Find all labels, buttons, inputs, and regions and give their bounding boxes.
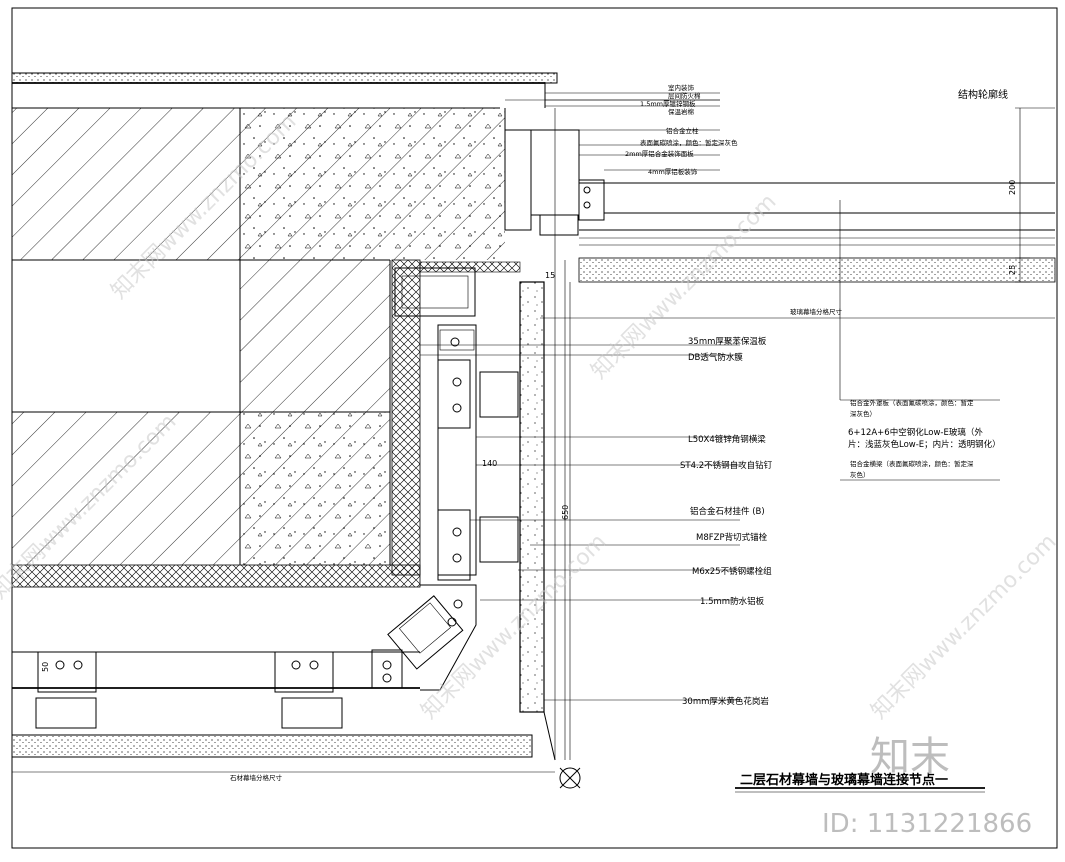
dim-650: 650 bbox=[561, 505, 570, 520]
label-top-7: 2mm厚铝合金装饰面板 bbox=[625, 149, 694, 158]
glass-panel bbox=[578, 182, 1056, 283]
label-granite: 30mm厚米黄色花岗岩 bbox=[682, 696, 769, 707]
granite-panel bbox=[519, 281, 556, 761]
dim-200: 200 bbox=[1008, 180, 1017, 195]
label-insulation: 35mm厚聚苯保温板 bbox=[688, 336, 767, 347]
top-slab bbox=[11, 72, 558, 109]
dim-25: 25 bbox=[1008, 265, 1017, 275]
label-screw: ST4.2不锈钢自攻自钻钉 bbox=[680, 460, 773, 471]
lower-stone-system bbox=[35, 649, 403, 729]
legend-3b: 灰色） bbox=[850, 470, 870, 479]
legend-2b: 片：浅蓝灰色Low-E；内片：透明钢化） bbox=[848, 439, 1001, 450]
legend-1a: 铝合金外罩板（表面氟碳喷涂，颜色：暂定 bbox=[850, 398, 974, 407]
label-top-2: 层间防火棉 bbox=[668, 91, 701, 100]
label-bolt-set: M6x25不锈钢螺栓组 bbox=[692, 566, 772, 577]
legend-1b: 深灰色） bbox=[850, 409, 876, 418]
drawing-title: 二层石材幕墙与玻璃幕墙连接节点一 bbox=[740, 772, 948, 788]
leader-lines bbox=[420, 92, 1000, 701]
dim-140: 140 bbox=[482, 459, 497, 468]
lower-slab bbox=[11, 651, 533, 758]
svg-text:知末网www.znzmo.com: 知末网www.znzmo.com bbox=[417, 529, 612, 724]
concrete-slab bbox=[12, 108, 506, 565]
label-structure-outline: 结构轮廓线 bbox=[958, 88, 1008, 101]
label-top-1: 室内装饰 bbox=[668, 83, 695, 92]
brand-watermark: 知末 bbox=[870, 734, 950, 780]
section-marker bbox=[559, 767, 581, 789]
id-text: ID: 1131221866 bbox=[822, 809, 1032, 839]
right-dimension bbox=[540, 107, 1055, 760]
label-angle-steel: L50X4镀锌角钢横梁 bbox=[688, 434, 766, 445]
label-mid-dim: 玻璃幕墙分格尺寸 bbox=[790, 307, 843, 316]
label-anchor: M8FZP背切式锚栓 bbox=[696, 532, 768, 543]
label-top-3: 1.5mm厚镀锌钢板 bbox=[640, 99, 696, 108]
legend-2a: 6+12A+6中空钢化Low-E玻璃（外 bbox=[848, 427, 983, 438]
label-top-4: 保温岩棉 bbox=[668, 107, 695, 116]
legend-3a: 铝合金横梁（表面氟碳喷涂，颜色：暂定深 bbox=[850, 459, 974, 468]
label-membrane: DB透气防水膜 bbox=[688, 352, 743, 363]
bolt-symbols bbox=[55, 186, 591, 683]
insulation-board bbox=[11, 259, 521, 588]
title-underline bbox=[735, 787, 985, 793]
svg-text:知末网www.znzmo.com: 知末网www.znzmo.com bbox=[867, 529, 1062, 724]
label-top-8: 4mm厚铝板装饰 bbox=[648, 167, 698, 176]
label-stone-hanger: 铝合金石材挂件 (B) bbox=[690, 506, 765, 517]
steel-frame bbox=[437, 324, 519, 581]
dim-50: 50 bbox=[41, 662, 50, 672]
label-bottom-dim: 石材幕墙分格尺寸 bbox=[230, 773, 283, 782]
label-top-5: 铝合金立柱 bbox=[666, 126, 699, 135]
label-top-6: 表面氟碳喷涂，颜色：暂定深灰色 bbox=[640, 138, 738, 147]
label-al-plate: 1.5mm防水铝板 bbox=[700, 596, 765, 607]
dim-15: 15 bbox=[545, 271, 555, 280]
